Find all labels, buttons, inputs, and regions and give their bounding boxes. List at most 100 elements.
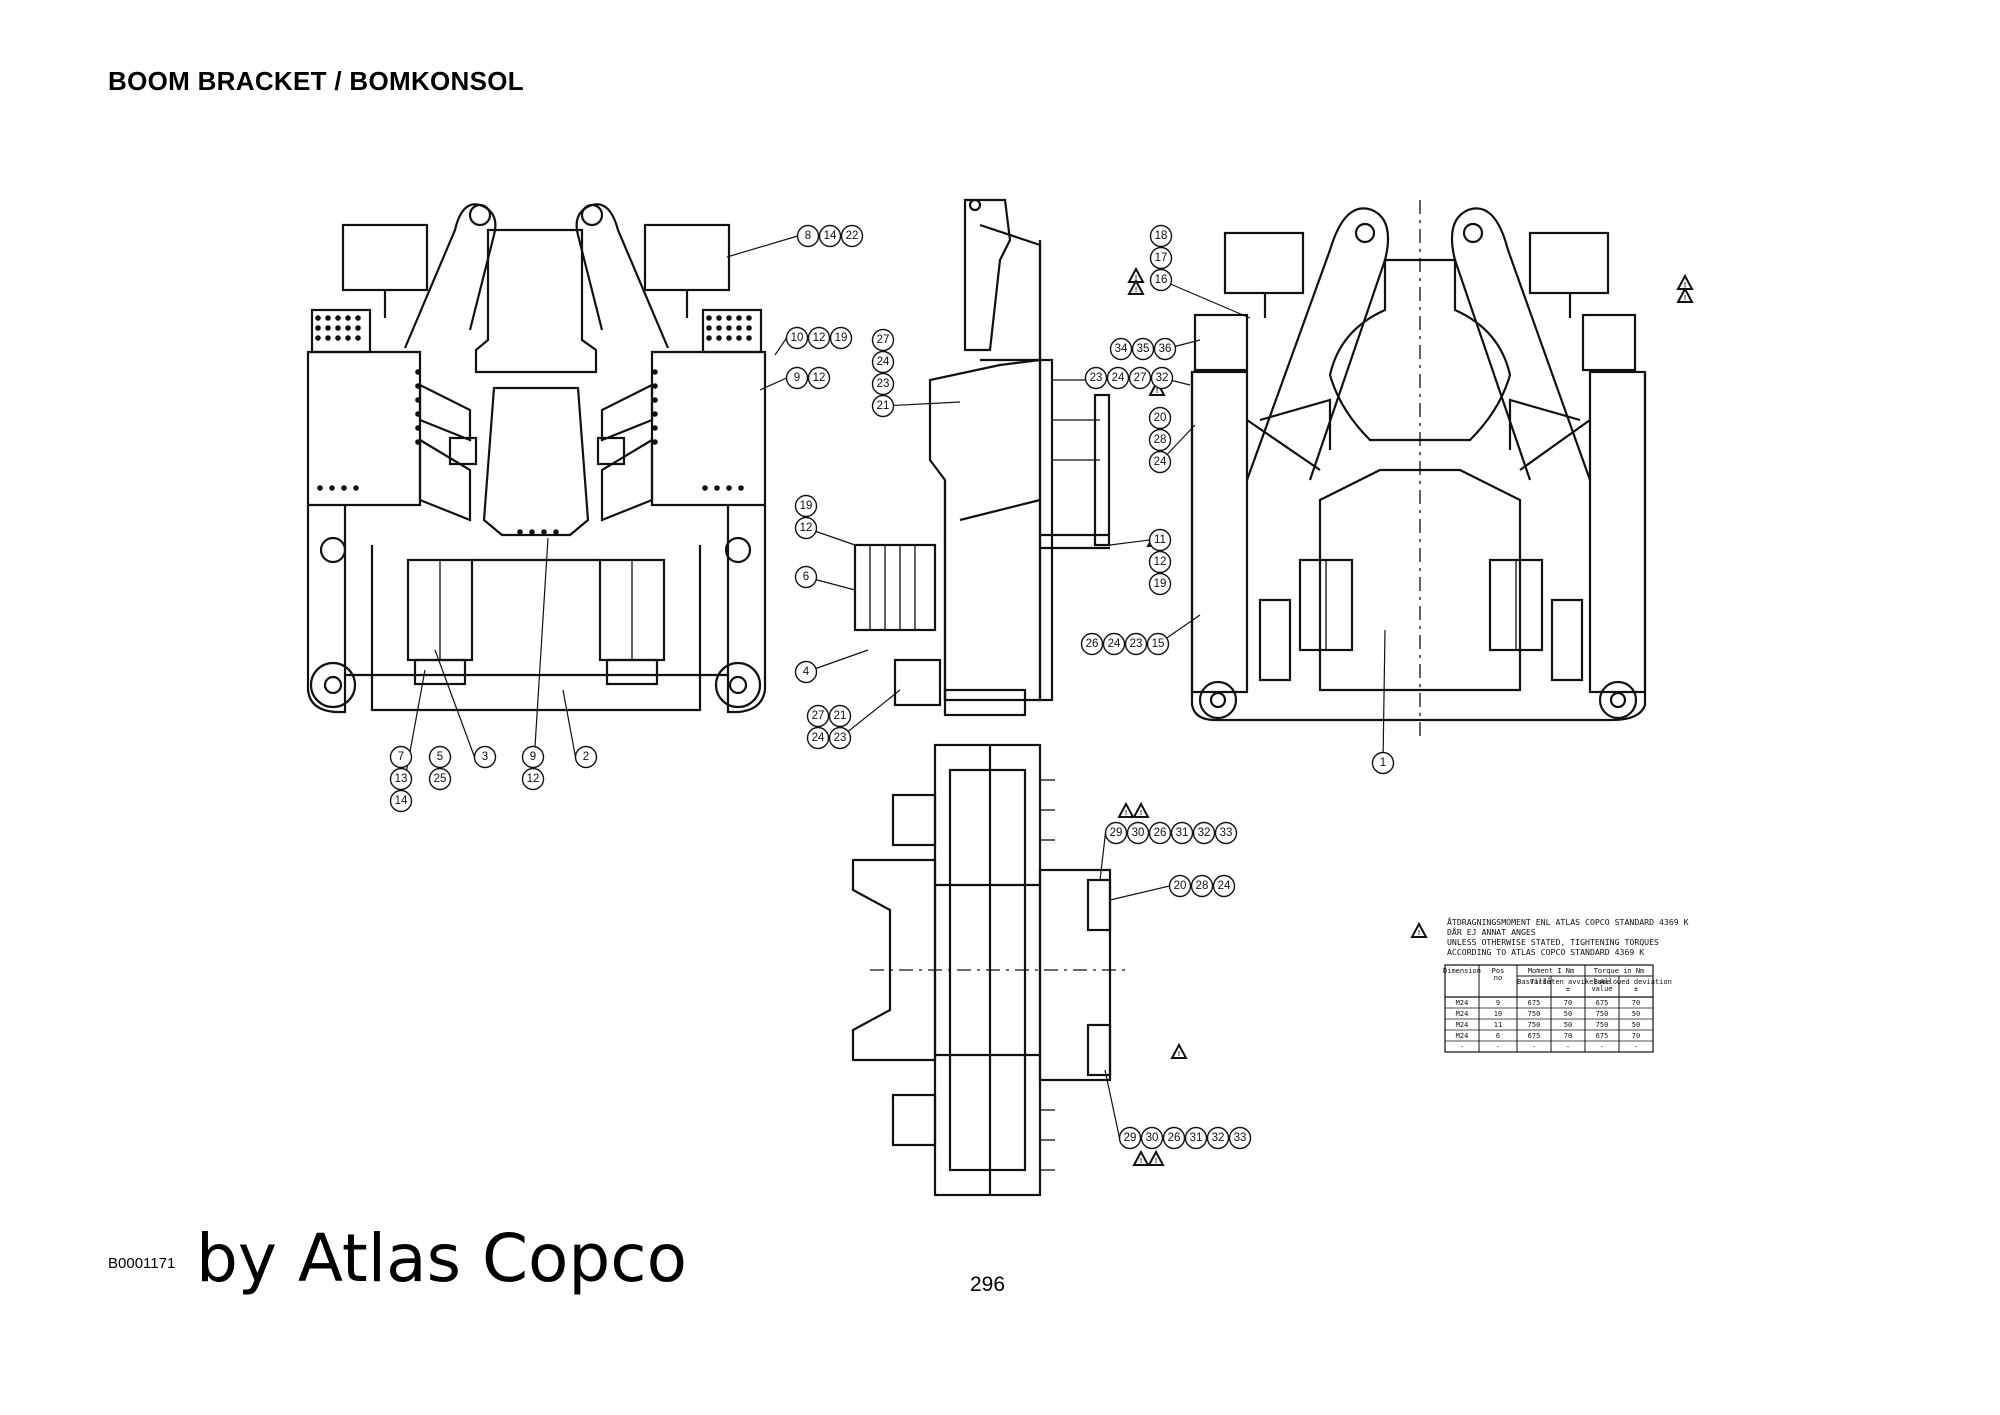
callout-label: 21 (877, 400, 890, 412)
table-cell: 70 (1632, 999, 1640, 1007)
table-cell: - (1460, 1043, 1464, 1051)
table-cell: M24 (1456, 1010, 1469, 1018)
table-cell: 70 (1564, 1032, 1572, 1040)
table-cell: 750 (1596, 1021, 1609, 1029)
torque-note: ÅTDRAGNINGSMOMENT ENL ATLAS COPCO STANDA… (1443, 916, 1689, 1053)
warning-icon: ! (1127, 278, 1145, 295)
table-cell: - (1600, 1043, 1604, 1051)
callout-label: 9 (794, 372, 800, 384)
callout-label: 19 (835, 332, 848, 344)
callout-bubble (1149, 246, 1173, 270)
callout-label: 23 (834, 732, 847, 744)
callout-bubble (1128, 366, 1152, 390)
svg-text:!: ! (1140, 1158, 1142, 1165)
callout-label: 31 (1190, 1132, 1203, 1144)
callout-bubble (871, 394, 895, 418)
svg-text:!: ! (1684, 282, 1686, 289)
table-column-header: ± (1566, 985, 1570, 993)
table-column-header: Base (1594, 978, 1611, 986)
side-view-drawing (853, 198, 1111, 717)
warning-icon: ! (1170, 1042, 1188, 1059)
callout-bubble (1192, 821, 1216, 845)
callout-bubble (1118, 1126, 1142, 1150)
callout-label: 20 (1154, 412, 1167, 424)
callout-label: 10 (791, 332, 804, 344)
table-cell: 750 (1528, 1010, 1541, 1018)
callout-bubble (871, 328, 895, 352)
callout-bubble (1148, 528, 1172, 552)
callout-bubble (1190, 874, 1214, 898)
callout-label: 30 (1146, 1132, 1159, 1144)
callout-label: 5 (437, 751, 443, 763)
callout-bubble (1170, 821, 1194, 845)
callout-bubble (1212, 874, 1236, 898)
rear-view-drawing (1190, 200, 1647, 740)
callout-bubble (1146, 632, 1170, 656)
callout-label: 28 (1196, 880, 1209, 892)
callout-bubble (1140, 1126, 1164, 1150)
callout-bubble (473, 745, 497, 769)
table-column-header: no (1494, 974, 1502, 982)
callout-label: 29 (1124, 1132, 1137, 1144)
callout-label: 29 (1110, 827, 1123, 839)
callout-label: 23 (1090, 372, 1103, 384)
callout-bubble (1106, 366, 1130, 390)
callout-bubble (794, 494, 818, 518)
callout-bubble (1148, 550, 1172, 574)
callout-bubble (1150, 366, 1174, 390)
svg-text:!: ! (1135, 287, 1137, 294)
warning-icon: ! (1132, 801, 1150, 818)
callout-label: 12 (1154, 556, 1167, 568)
callout-bubble (1371, 751, 1395, 775)
callout-bubble (794, 660, 818, 684)
callout-bubble (871, 350, 895, 374)
warning-icon: ! (1117, 801, 1135, 818)
table-cell: 50 (1564, 1021, 1572, 1029)
callout-bubble (828, 704, 852, 728)
callout: 6 (794, 565, 856, 591)
table-cell: - (1634, 1043, 1638, 1051)
callout-label: 33 (1234, 1132, 1247, 1144)
callout-bubble (829, 326, 853, 350)
callout-bubble (521, 745, 545, 769)
callout-bubble (1131, 337, 1155, 361)
callout-label: 21 (834, 710, 847, 722)
callout-bubble (1184, 1126, 1208, 1150)
table-column-header: ± (1634, 985, 1638, 993)
callout-label: 24 (1108, 638, 1121, 650)
torque-note-line: UNLESS OTHERWISE STATED, TIGHTENING TORQ… (1447, 937, 1659, 947)
table-cell: 675 (1528, 1032, 1541, 1040)
callout-label: 34 (1115, 343, 1128, 355)
svg-text:!: ! (1156, 388, 1158, 395)
table-cell: M24 (1456, 1021, 1469, 1029)
callout-bubble (785, 326, 809, 350)
callout-label: 24 (812, 732, 825, 744)
torque-note-line: ACCORDING TO ATLAS COPCO STANDARD 4369 K (1447, 947, 1644, 957)
callout-bubble (807, 366, 831, 390)
table-group-header: Torque in Nm (1594, 967, 1645, 975)
callout-bubble (428, 745, 452, 769)
table-column-header: Dimension (1443, 967, 1481, 975)
warning-icon: ! (1676, 286, 1694, 303)
callout-bubble (806, 726, 830, 750)
callout-bubble (1104, 821, 1128, 845)
callout-label: 8 (805, 230, 811, 242)
torque-note-line: DÅR EJ ANNAT ANGES (1447, 926, 1536, 937)
top-view-drawing (851, 743, 1130, 1197)
callout-label: 35 (1137, 343, 1150, 355)
callout-bubble (1214, 821, 1238, 845)
callout-bubble (818, 224, 842, 248)
callout-bubble (840, 224, 864, 248)
callout-label: 9 (530, 751, 536, 763)
table-group-header: Moment I Nm (1528, 967, 1574, 975)
